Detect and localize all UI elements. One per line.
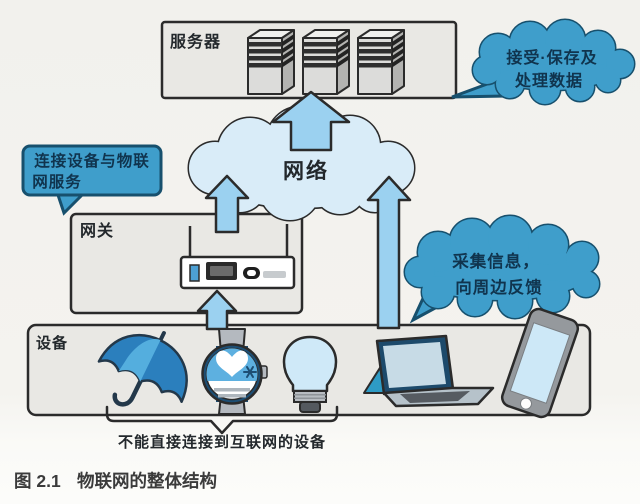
bubble-collect-line2: 向周边反馈: [455, 277, 543, 297]
bubble-receive-line2: 处理数据: [514, 71, 583, 90]
devices-note: 不能直接连接到互联网的设备: [118, 433, 326, 451]
router-vent-slot: [263, 271, 286, 278]
server-box: 服务器: [160, 20, 458, 100]
figure-caption-title: 物联网的整体结构: [77, 471, 217, 491]
bubble-receive: 接受·保存及 处理数据: [451, 18, 636, 106]
bubble-collect-line1: 采集信息，: [451, 251, 540, 271]
heart-icon: [216, 350, 248, 377]
figure-caption-number: 图 2.1: [14, 471, 61, 491]
router-led: [189, 264, 200, 282]
arrow-devices-to-gateway: [196, 289, 238, 331]
bubble-connect-line1: 连接设备与物联: [34, 151, 150, 170]
smartphone-icon: [500, 307, 580, 419]
lightbulb-icon: [282, 335, 338, 413]
gateway-box-label: 网关: [80, 221, 114, 240]
network-cloud: 网络: [187, 105, 416, 222]
server-box-label: 服务器: [170, 32, 221, 51]
bubble-connect-line2: 网服务: [32, 172, 82, 191]
server-rack-icon: [247, 29, 295, 95]
arrow-gateway-to-network: [204, 174, 250, 234]
bubble-collect: 采集信息， 向周边反馈: [403, 214, 601, 324]
figure-caption: 图 2.1 物联网的整体结构: [14, 471, 217, 491]
bluetooth-icon: [243, 366, 257, 378]
devices-box-label: 设备: [36, 334, 68, 352]
router-icon: [179, 224, 296, 290]
laptop-icon: [363, 334, 495, 408]
server-rack-icon: [302, 29, 350, 95]
arrow-devices-to-network: [366, 175, 412, 330]
smartwatch-icon: [201, 328, 268, 415]
arrow-network-to-server: [271, 90, 351, 152]
network-cloud-label: 网络: [283, 159, 329, 183]
umbrella-icon: [97, 331, 188, 407]
phone-home-button: [520, 397, 533, 410]
bubble-connect: 连接设备与物联 网服务: [21, 144, 163, 216]
brace: [105, 405, 339, 435]
server-rack-icon: [357, 29, 405, 95]
bubble-receive-line1: 接受·保存及: [506, 48, 597, 67]
